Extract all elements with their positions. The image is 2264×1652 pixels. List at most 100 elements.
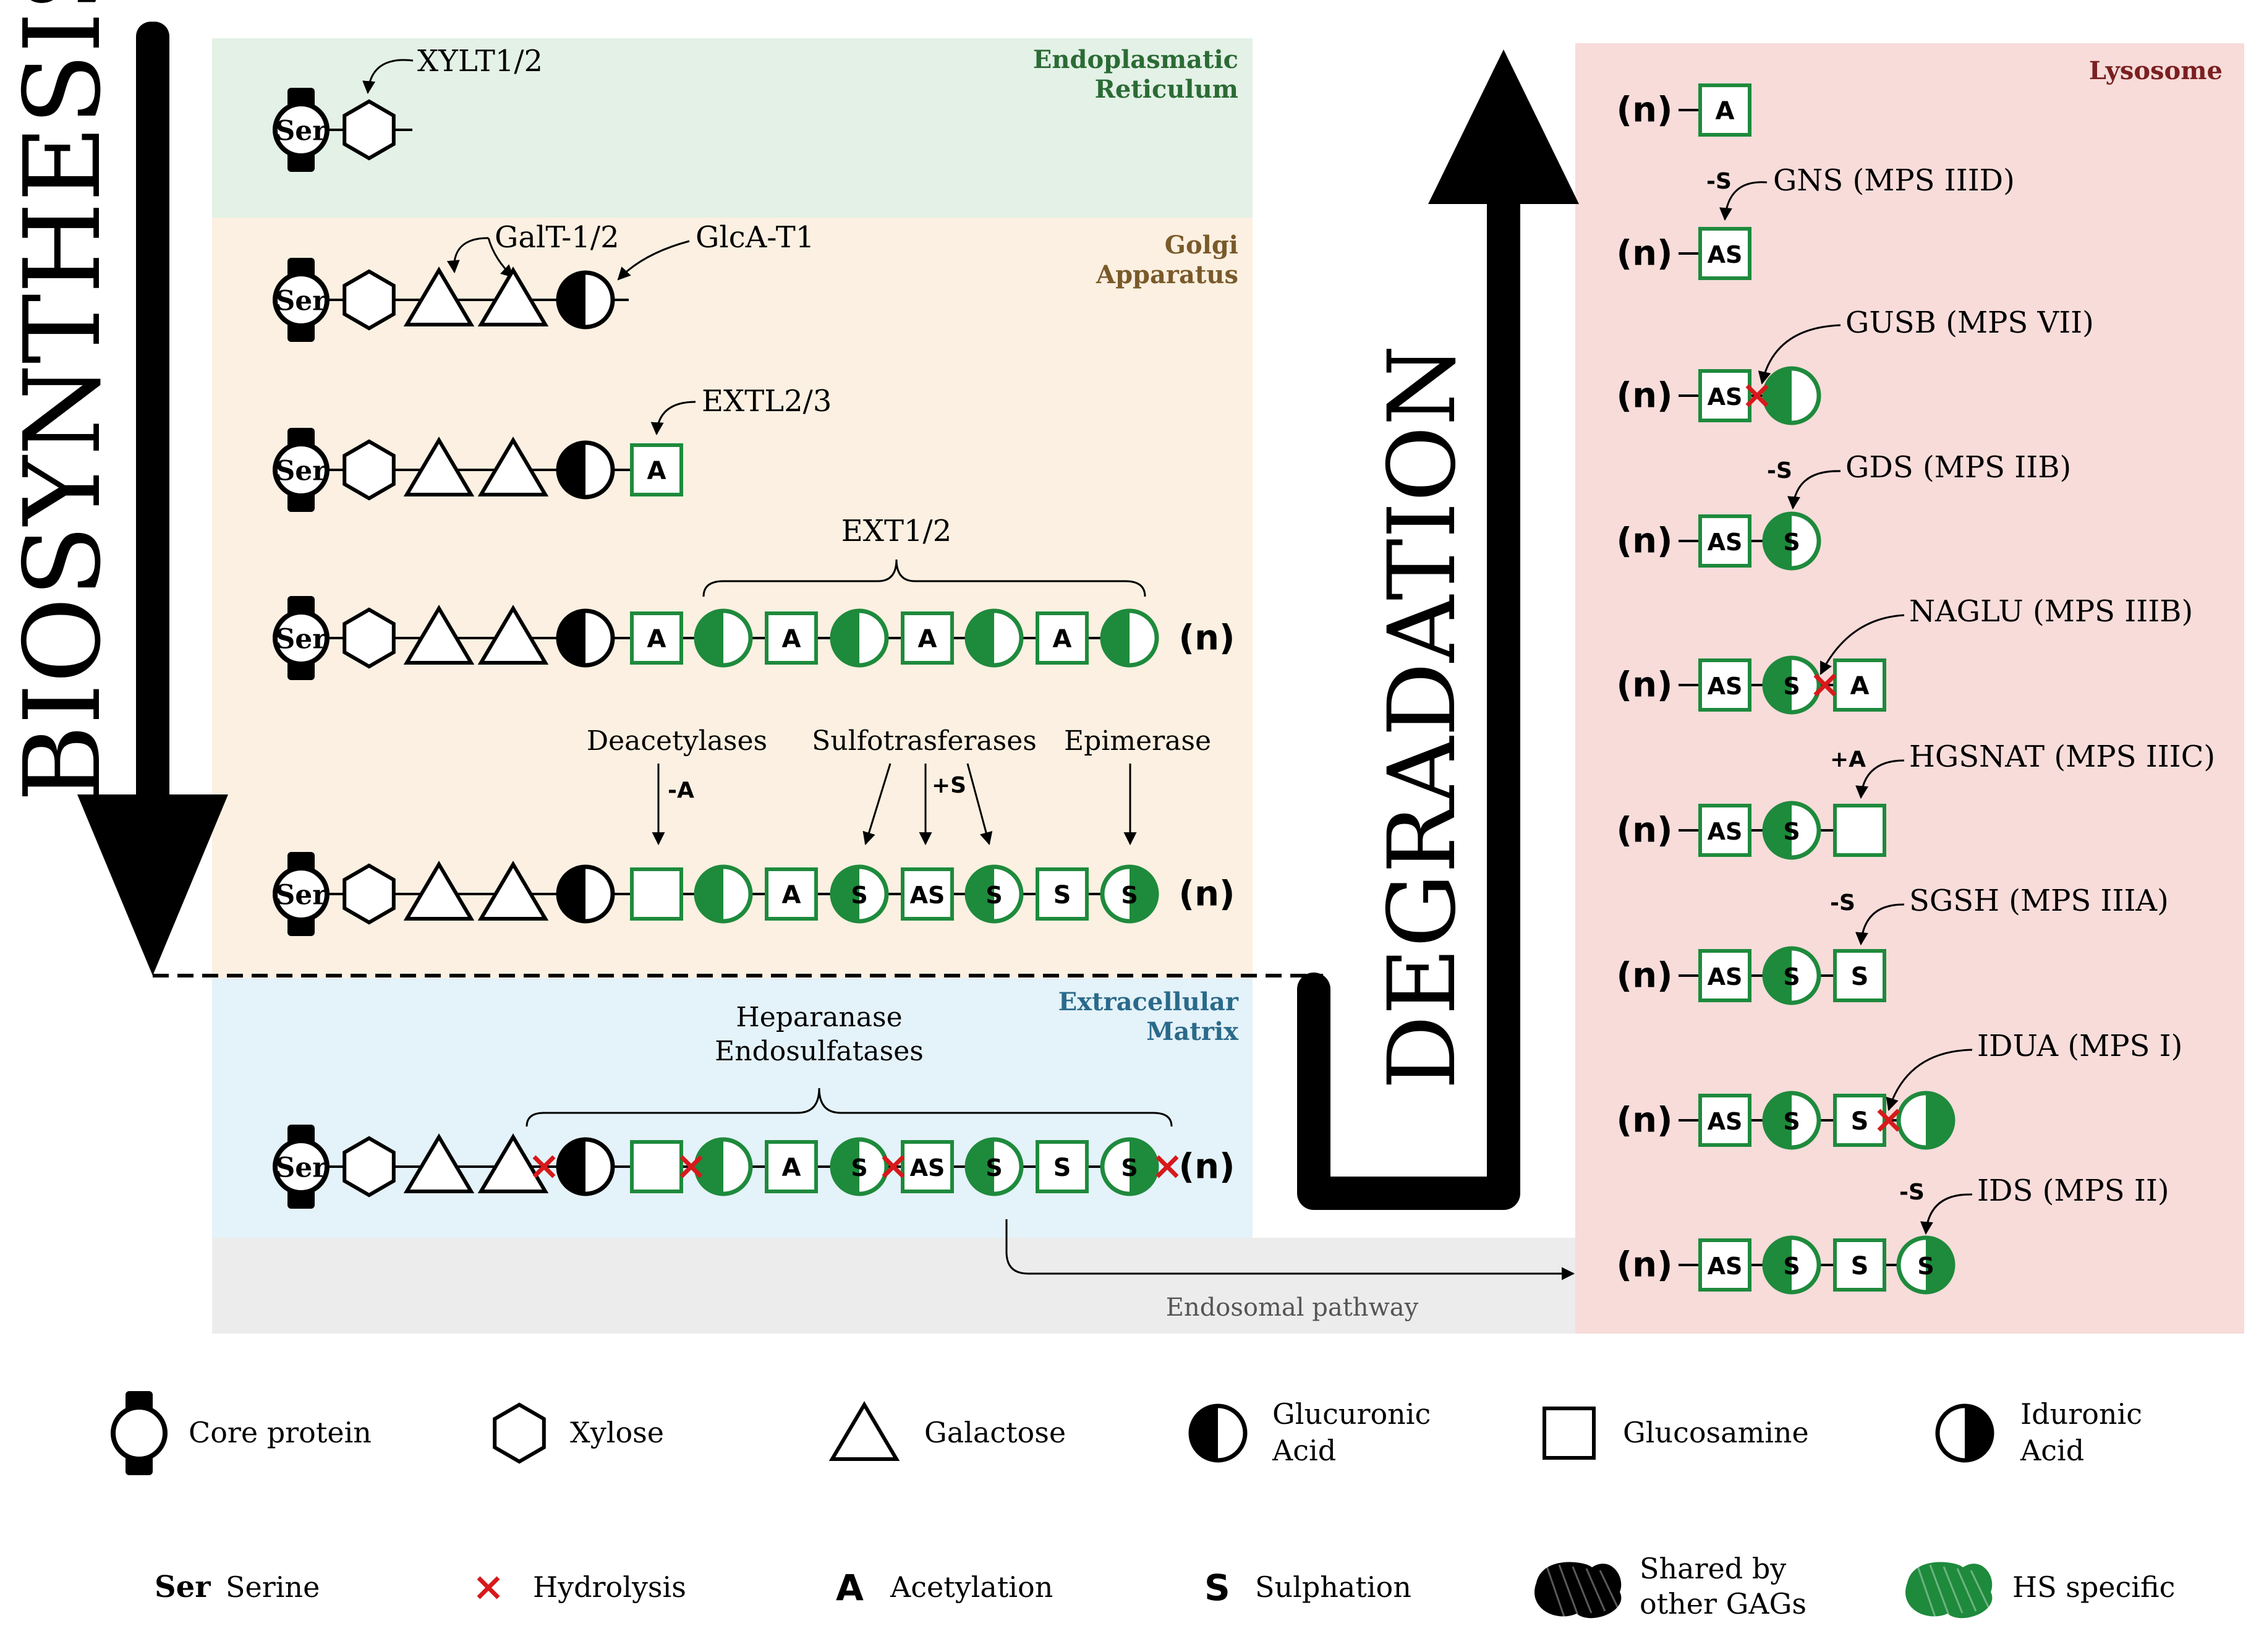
er-label-1: Endoplasmatic — [1033, 45, 1238, 74]
lysosome-enzyme-mod: -S — [1767, 458, 1792, 483]
legend-shared-label-1: Shared by — [1640, 1552, 1786, 1585]
heparanase-label: Heparanase — [736, 1002, 902, 1033]
uronic-acid-shape: S — [830, 1137, 889, 1196]
ext-label: EXT1/2 — [841, 514, 951, 548]
uronic-acid-shape — [1100, 608, 1159, 668]
chain-n: (n) — [1178, 874, 1235, 914]
sulfo-label: S — [1783, 673, 1800, 700]
uronic-acid-shape — [830, 608, 889, 668]
degradation-arrowhead — [1428, 49, 1579, 204]
xylose-hexagon — [343, 607, 396, 669]
xylose-hexagon — [343, 1136, 396, 1198]
hydrolysis-cross — [1877, 1109, 1900, 1132]
endosomal-region — [212, 1238, 1575, 1334]
glucosamine-square: AS — [1698, 1238, 1751, 1292]
lysosome-label: Lysosome — [2089, 56, 2223, 85]
endosulfatases-label: Endosulfatases — [715, 1036, 924, 1067]
galactose-triangle — [477, 1133, 549, 1193]
chain-n: (n) — [1616, 665, 1672, 705]
glucosamine-square: AS — [1698, 949, 1751, 1002]
square-label: A — [782, 625, 801, 654]
core-protein-serine: Ser — [273, 596, 330, 680]
uronic-acid-shape — [694, 1137, 753, 1196]
glucosamine-square — [630, 867, 683, 921]
uronic-acid-shape: S — [1762, 655, 1821, 715]
sulfo-label: S — [1783, 1108, 1800, 1135]
square-label: AS — [1708, 529, 1743, 556]
lysosome-enzyme-mod: +A — [1830, 747, 1866, 772]
glucosamine-square: S — [1833, 1238, 1886, 1292]
golgi-label-2: Apparatus — [1096, 260, 1238, 289]
glcat-label: GlcA-T1 — [696, 220, 814, 255]
er-label-2: Reticulum — [1095, 75, 1238, 104]
glucosamine-square — [1833, 804, 1886, 857]
glucosamine-square: AS — [1698, 1094, 1751, 1147]
galactose-triangle — [403, 436, 475, 496]
legend-a-symbol: A — [836, 1567, 864, 1609]
core-protein-serine: Ser — [273, 428, 330, 512]
glucosamine-square: S — [1833, 949, 1886, 1002]
square-label: AS — [1708, 1108, 1743, 1135]
hydrolysis-cross — [1155, 1155, 1179, 1178]
sulfo-label: S — [985, 882, 1002, 909]
square-label: A — [918, 625, 937, 654]
square-label: AS — [1708, 818, 1743, 845]
lysosome-enzyme-arrows — [1719, 181, 1973, 1235]
golgi-region — [212, 218, 1253, 978]
lysosome-enzyme-name: IDUA (MPS I) — [1977, 1029, 2182, 1063]
sulfo-arrow-3 — [966, 763, 993, 846]
uronic-acid-shape: S — [1762, 946, 1821, 1005]
uronic-acid-shape — [1762, 366, 1821, 425]
glcat-arrow — [617, 240, 690, 281]
square-label: A — [1053, 625, 1072, 654]
glucosamine-square: S — [1036, 1140, 1089, 1193]
sulfo-label: S — [1783, 1253, 1800, 1280]
square-label: S — [1053, 1154, 1071, 1182]
galactose-triangle — [403, 605, 475, 665]
square-label: AS — [1708, 1253, 1743, 1280]
lysosome-enzyme-name: GNS (MPS IIID) — [1773, 163, 2015, 198]
galt-arrow-1 — [446, 237, 489, 274]
square-label: A — [647, 457, 666, 485]
golgi-label-1: Golgi — [1165, 231, 1238, 260]
sulfo-label: S — [1121, 882, 1138, 909]
legend-glucuronic-label-2: Acid — [1272, 1434, 1336, 1467]
glucosamine-square: A — [765, 611, 818, 665]
lysosome-enzyme-name: NAGLU (MPS IIIB) — [1909, 594, 2193, 629]
galactose-triangle — [477, 861, 549, 921]
biosynthesis-arrow-shaft — [136, 22, 169, 825]
sulfo-label: S — [851, 882, 867, 909]
glucuronic-acid-shape — [556, 864, 615, 924]
square-label: AS — [1708, 963, 1743, 990]
uronic-acid-shape: S — [1896, 1235, 1955, 1295]
lysosome-enzyme-name: GUSB (MPS VII) — [1845, 305, 2094, 340]
legend-iduronic-label-2: Acid — [2020, 1434, 2084, 1467]
sulfo-label: S — [1783, 818, 1800, 845]
glucosamine-square: AS — [1698, 369, 1751, 422]
uronic-acid-shape: S — [964, 864, 1024, 924]
hydrolysis-cross — [1745, 384, 1769, 407]
glucuronic-acid-shape — [556, 270, 615, 330]
glucuronic-acid-shape — [1935, 1403, 1994, 1463]
uronic-acid-shape: S — [1100, 1137, 1159, 1196]
chain-n: (n) — [1616, 1101, 1672, 1141]
glucosamine-square: AS — [901, 867, 954, 921]
glucosamine-square: A — [901, 611, 954, 665]
hydrolysis-cross — [1813, 673, 1837, 697]
core-protein-serine — [111, 1391, 168, 1475]
plus-s-mod: +S — [932, 773, 966, 798]
uronic-acid-shape: S — [964, 1137, 1024, 1196]
legend-acetylation-label: Acetylation — [890, 1570, 1053, 1604]
glucosamine-square: S — [1833, 1094, 1886, 1147]
core-protein-serine: Ser — [273, 258, 330, 342]
hydrolysis-cross — [477, 1576, 500, 1599]
chain-n: (n) — [1616, 1245, 1672, 1285]
square-label: A — [1716, 97, 1735, 126]
glucosamine-square: A — [630, 611, 683, 665]
biosynthesis-arrowhead — [77, 794, 228, 976]
glucosamine-square — [1543, 1407, 1596, 1460]
galactose-triangle — [403, 266, 475, 326]
uronic-acid-shape: S — [830, 864, 889, 924]
